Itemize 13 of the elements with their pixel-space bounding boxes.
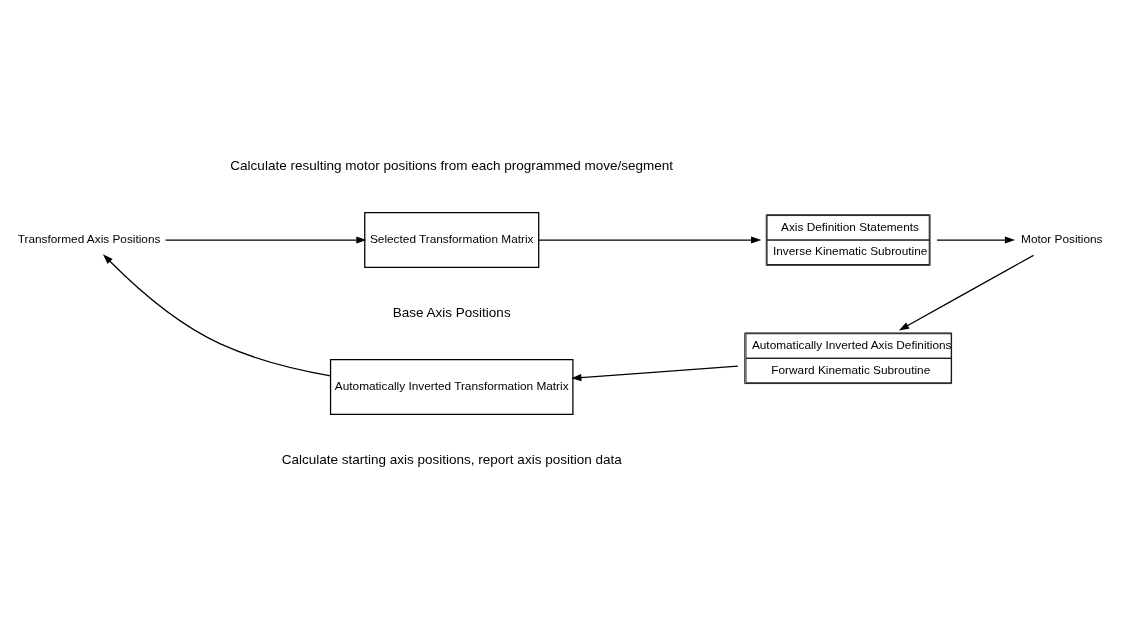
arrow (571, 365, 739, 381)
label: Calculate resulting motor positions from each programmed move/segment (230, 157, 674, 173)
label: Calculate starting axis positions, report axis position data (281, 451, 622, 467)
node-box: Automatically Inverted Transformation Matrix (329, 358, 574, 415)
arrow (164, 236, 367, 244)
arrow (538, 236, 762, 244)
node-text: Transformed Axis Positions (17, 231, 161, 246)
arrow (102, 253, 332, 376)
node-text: Motor Positions (1021, 231, 1103, 246)
arrow (898, 254, 1035, 330)
arrow (936, 236, 1016, 244)
label: Base Axis Positions (392, 304, 511, 320)
node-box: Selected Transformation Matrix (364, 211, 540, 268)
